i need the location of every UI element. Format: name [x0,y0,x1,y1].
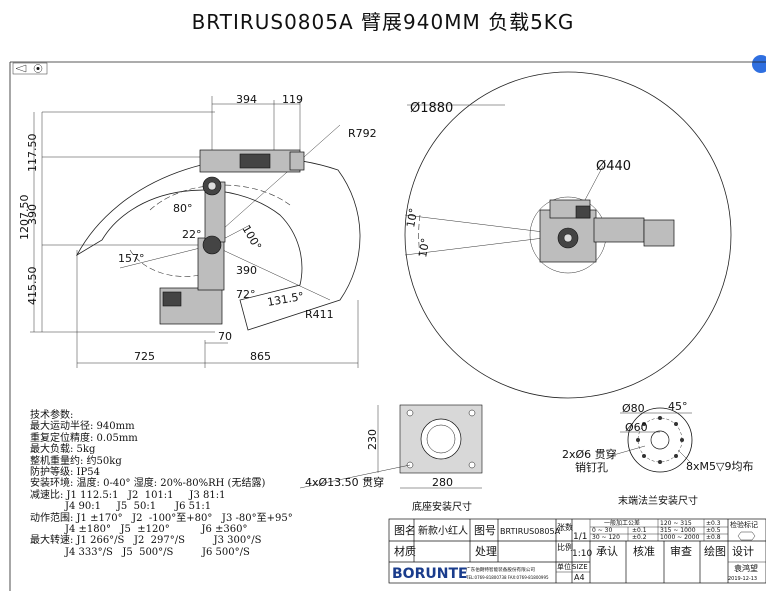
technical-parameters: 技术参数: 最大运动半径: 940mm 重复定位精度: 0.05mm 最大负载:… [30,410,293,558]
flange-thread-label: 8xM5▽9均布 [686,460,753,473]
param-line: J4 90:1 J5 50:1 J6 51:1 [30,501,212,513]
tb-contact: TEL:0769-81800738 FAX:0769-81800995 [465,575,549,580]
base-dim-230: 230 [366,429,379,450]
tb-tol-r0c2: 120 ~ 315 [660,520,692,527]
tb-drawing-name: 新款小红人 [418,524,468,537]
param-line: 防护等级: IP54 [30,467,100,479]
side-view [30,96,361,368]
top-view-dimensions: Ø1880 Ø440 10° 10° [404,101,631,259]
tb-label-scale: 比例 [557,542,573,552]
param-line: 动作范围: J1 ±170° J2 -100°至+80° J3 -80°至+95… [30,512,293,524]
tb-label-size: SIZE [572,563,588,571]
tb-approve: 承认 [596,545,618,558]
flange-pin-label-2: 销钉孔 [575,460,608,474]
flange-pin-label: 2xØ6 贯穿 [562,447,617,461]
top-view [404,71,732,399]
base-caption: 底座安装尺寸 [412,500,472,513]
dim-top-119: 119 [282,93,303,106]
tb-design: 设计 [732,545,754,558]
tb-label-treatment: 处理 [475,545,497,558]
tb-tol-r1c0: 30 ~ 120 [592,534,620,541]
dim-top-394: 394 [236,93,257,106]
tb-tol-r2c2: 1000 ~ 2000 [660,534,700,541]
tb-verify: 核准 [633,544,655,558]
param-line: 最大运动半径: 940mm [30,421,135,433]
angle-10-b: 10° [416,237,432,258]
corner-button[interactable] [752,55,766,73]
tb-tol-header: 一般加工公差 [604,519,640,527]
first-angle-projection-icon [12,62,48,75]
tb-tol-r0c0: 0 ~ 30 [592,527,612,534]
tb-tol-r1c3: ±0.5 [706,527,721,534]
angle-157: 157° [118,252,145,265]
param-line: J4 333°/S J5 500°/S J6 500°/S [30,546,250,558]
workspace-circle-1880 [404,71,732,399]
tb-sheets: 1/1 [573,532,587,542]
workspace-envelope [75,157,361,331]
flange-d80: Ø80 [622,402,645,415]
param-line: 减速比: J1 112.5:1 J2 101:1 J3 81:1 [30,489,226,501]
tb-tol-r2c3: ±0.8 [706,534,721,541]
angle-100: 100° [239,223,264,252]
check-mark-icon [737,531,756,541]
param-line: 整机重量约: 约50kg [30,455,122,467]
dim-left-415-50: 415.50 [26,267,39,306]
title-block: 图名 新款小红人 图号 BRTIRUS0805A 张数 1/1 材质 处理 比例… [388,518,766,584]
dim-left-1207-50: 1207.50 [18,195,31,241]
dim-bottom-725: 725 [134,350,155,363]
param-line: 最大转速: J1 266°/S J2 297°/S J3 300°/S [30,535,262,547]
param-line: 最大负载: 5kg [30,444,96,456]
dim-bottom-70: 70 [218,330,232,343]
tb-tol-r0c1: ±0.1 [632,527,647,534]
tb-tol-r0c3: ±0.3 [706,520,721,527]
flange-view: Ø80 Ø60 45° 2xØ6 贯穿 销钉孔 8xM5▽9均布 末端法兰安装尺… [562,400,753,507]
borunte-logo: BORUNTE [391,564,468,582]
angle-131-5: 131.5° [266,290,305,309]
angle-72: 72° [236,288,256,301]
param-line: 技术参数: [30,410,74,421]
tb-review: 审查 [670,544,692,558]
dim-left-117-50: 117.50 [26,134,39,173]
tb-date: 2019-12-13 [728,576,757,582]
dim-d1880: Ø1880 [410,101,453,116]
angle-80: 80° [173,202,193,215]
param-line: 重复定位精度: 0.05mm [30,432,138,444]
dim-left-390: 390 [26,204,39,225]
dim-bottom-865: 865 [250,350,271,363]
logo-text: BORUNTE [392,566,468,582]
flange-angle-45: 45° [668,400,688,413]
param-line: 安装环境: 温度: 0-40° 湿度: 20%-80%RH (无结露) [30,478,266,490]
tb-tol-r1c1: ±0.2 [632,534,647,541]
tb-check-label: 检验标记 [730,520,758,529]
radius-r411: R411 [305,308,334,321]
tb-draw: 绘图 [704,544,726,558]
tb-designer: 袁鸿望 [734,563,758,573]
param-line: J4 ±180° J5 ±120° J6 ±360° [30,524,248,536]
tb-tol-r1c2: 315 ~ 1000 [660,527,696,534]
dim-390-arm: 390 [236,264,257,277]
tb-company: 广东伯朗特智能装备股份有限公司 [466,566,535,573]
base-view: 230 280 4xØ13.50 贯穿 底座安装尺寸 [299,404,483,513]
angle-10-a: 10° [404,207,420,228]
base-holes-label: 4xØ13.50 贯穿 [305,475,384,489]
radius-r792: R792 [348,127,377,140]
tb-drawing-no: BRTIRUS0805A [500,527,561,536]
tb-size: A4 [574,573,585,582]
tb-scale: 1:10 [572,549,592,559]
tb-label-unit: 单位 [557,562,571,571]
flange-d60: Ø60 [625,421,648,434]
tb-label-sheets: 张数 [557,522,573,532]
base-dim-280: 280 [432,476,453,489]
tb-label-material: 材质 [394,544,416,558]
angle-22: 22° [182,228,202,241]
drawing-title: BRTIRUS0805A 臂展940MM 负载5KG [191,10,575,34]
tb-label-drawing-no: 图号 [474,524,496,537]
dim-d440: Ø440 [596,159,631,174]
robot-top-arm [593,217,645,243]
flange-caption: 末端法兰安装尺寸 [618,494,698,507]
tb-label-drawing-name: 图名 [394,523,416,537]
